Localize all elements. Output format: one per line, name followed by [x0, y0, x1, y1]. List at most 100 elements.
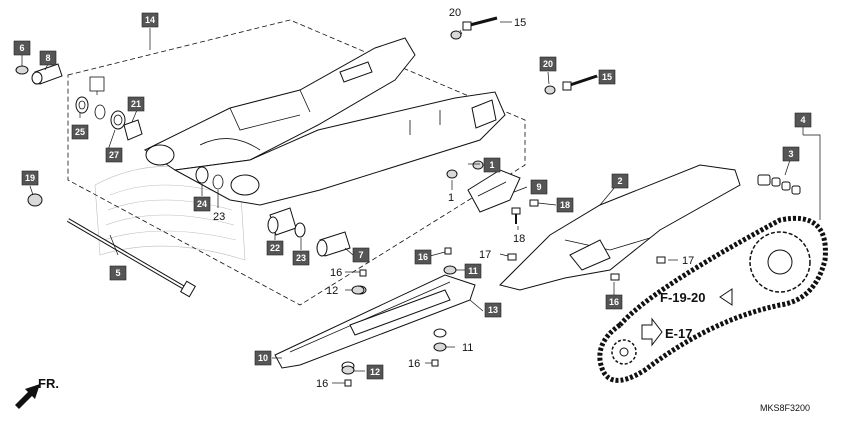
callout-23: 23	[292, 250, 310, 266]
svg-text:6: 6	[19, 43, 24, 53]
label-16-middle: 16	[408, 358, 420, 370]
svg-text:20: 20	[449, 7, 461, 19]
pivot-bolt	[66, 218, 197, 298]
svg-text:11: 11	[468, 266, 478, 276]
nut-20-upper	[450, 30, 462, 40]
bearing-21	[123, 119, 143, 141]
bolt-15-upper	[462, 16, 498, 31]
svg-text:16: 16	[408, 358, 420, 370]
nut-19	[27, 193, 43, 207]
svg-text:16: 16	[609, 297, 619, 307]
svg-text:15: 15	[514, 17, 526, 29]
svg-text:16: 16	[418, 252, 428, 262]
svg-text:1: 1	[448, 192, 454, 204]
svg-text:10: 10	[258, 353, 268, 363]
front-sprocket	[611, 339, 637, 365]
svg-text:18: 18	[560, 200, 570, 210]
svg-text:15: 15	[602, 72, 612, 82]
callout-15: 15	[598, 69, 616, 85]
reference-f-19-20: F-19-20	[660, 288, 733, 306]
rear-sprocket	[749, 231, 811, 293]
svg-text:22: 22	[270, 243, 280, 253]
callout-13: 13	[484, 302, 502, 318]
svg-text:11: 11	[462, 342, 473, 354]
svg-text:16: 16	[330, 267, 342, 279]
chain-joint-parts	[757, 174, 801, 195]
label-17-left: 17	[479, 249, 491, 261]
bearing-22	[267, 207, 297, 236]
callout-empty	[89, 76, 105, 92]
honda-watermark-logo	[94, 165, 246, 261]
leader-lines	[21, 21, 821, 384]
svg-text:27: 27	[109, 150, 119, 160]
callout-1: 1	[483, 157, 501, 173]
bolt-18	[511, 199, 539, 224]
callout-14: 14	[141, 12, 159, 28]
callout-10: 10	[254, 350, 272, 366]
svg-text:19: 19	[25, 173, 35, 183]
nut-11	[433, 265, 457, 352]
callout-27: 27	[105, 147, 123, 163]
svg-text:17: 17	[682, 255, 694, 267]
nut-20-right	[544, 85, 556, 95]
svg-text:20: 20	[543, 59, 553, 69]
svg-text:23: 23	[296, 253, 306, 263]
collar-6	[15, 65, 29, 75]
callout-24: 24	[193, 196, 211, 212]
circlip-empty	[94, 104, 106, 120]
callout-20: 20	[539, 56, 557, 72]
svg-text:7: 7	[358, 250, 363, 260]
svg-text:3: 3	[788, 149, 793, 159]
label-12: 12	[326, 285, 338, 297]
chain-case	[499, 164, 741, 291]
callout-12: 12	[366, 364, 384, 380]
svg-text:17: 17	[479, 249, 491, 261]
bolt-15-right	[562, 74, 598, 91]
svg-text:25: 25	[75, 127, 85, 137]
circlip-23a	[212, 174, 224, 190]
callout-5: 5	[109, 265, 127, 281]
callout-22: 22	[266, 240, 284, 256]
svg-text:9: 9	[536, 182, 541, 192]
callout-8: 8	[39, 50, 57, 66]
svg-text:E-17: E-17	[665, 326, 692, 341]
label-23: 23	[213, 211, 225, 223]
callout-19: 19	[21, 170, 39, 186]
callout-3: 3	[782, 146, 800, 162]
callout-11: 11	[464, 263, 482, 279]
svg-text:24: 24	[197, 199, 207, 209]
svg-text:21: 21	[131, 99, 141, 109]
svg-text:F-19-20: F-19-20	[660, 290, 706, 305]
svg-text:18: 18	[513, 233, 525, 245]
svg-text:16: 16	[316, 378, 328, 390]
collar-7	[316, 231, 351, 257]
svg-text:4: 4	[800, 115, 805, 125]
callout-2: 2	[611, 173, 629, 189]
svg-text:1: 1	[489, 160, 494, 170]
svg-text:12: 12	[370, 367, 380, 377]
callout-21: 21	[127, 96, 145, 112]
swingarm-body	[144, 37, 506, 206]
callout-25: 25	[71, 124, 89, 140]
diagram-code: MKS8F3200	[760, 403, 810, 413]
drive-chain	[597, 215, 828, 383]
bearing-27	[110, 110, 126, 130]
label-11: 11	[462, 342, 473, 354]
label-1: 1	[448, 192, 454, 204]
label-16-upper: 16	[330, 267, 342, 279]
collar-1	[446, 160, 484, 179]
bush-8	[31, 63, 63, 85]
front-direction-arrow: FR.	[15, 376, 59, 409]
svg-text:FR.: FR.	[38, 376, 59, 391]
callout-17: 16	[605, 294, 623, 310]
callout-9: 9	[530, 179, 548, 195]
callout-4: 4	[794, 112, 812, 128]
reference-e-17: E-17	[641, 317, 692, 347]
callout-18: 18	[556, 197, 574, 213]
svg-text:14: 14	[145, 15, 155, 25]
callout-7: 7	[352, 247, 370, 263]
callout-20-upper: 20	[449, 7, 461, 19]
chain-guide	[467, 169, 521, 213]
callout-6: 6	[13, 40, 31, 56]
